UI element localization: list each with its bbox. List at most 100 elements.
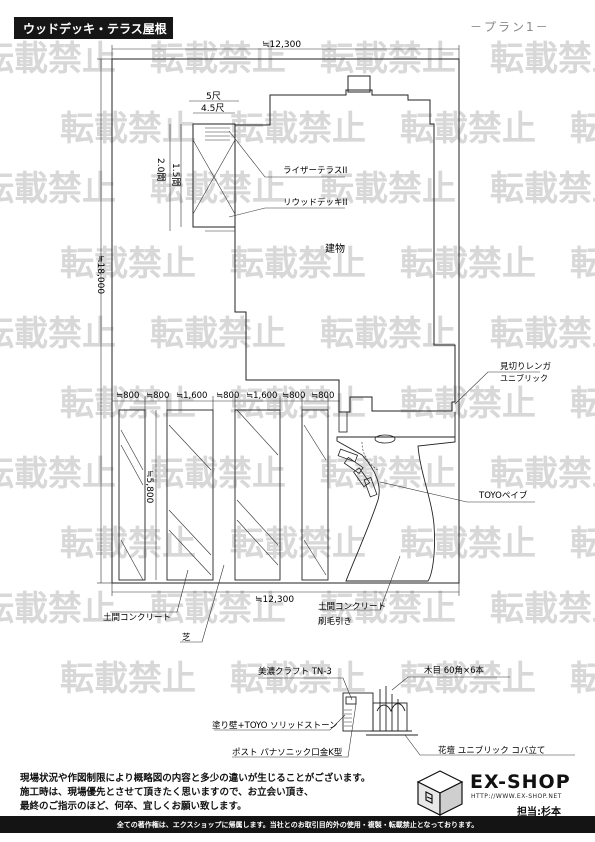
riser-terrace-label: ライザーテラスII xyxy=(283,166,347,176)
dimension-bottom xyxy=(111,583,460,596)
terrace-hatch xyxy=(205,127,230,141)
cut-brick-leader xyxy=(454,371,540,405)
manager-label: 担当:杉本 xyxy=(517,807,561,818)
deck-width-outer: 5尺 xyxy=(206,91,221,102)
watermark-text: 転載禁止 xyxy=(230,244,366,284)
dimension-top-label: ≒12,300 xyxy=(262,40,301,50)
watermark-text: 転載禁止 xyxy=(150,314,286,354)
watermark-text: 転載禁止 xyxy=(490,589,595,629)
plan-label: －プラン1－ xyxy=(470,20,550,34)
stepping-stones xyxy=(337,448,378,498)
watermark-text: 転載禁止 xyxy=(570,384,595,424)
painted-wall-leader xyxy=(214,714,346,731)
deck-diagonal-2 xyxy=(192,139,236,215)
watermark-text: 転載禁止 xyxy=(570,524,595,564)
deck-depth-inner: 1.5間 xyxy=(170,163,181,186)
strip-width-label: ≒800 xyxy=(216,391,239,401)
watermark-text: 転載禁止 xyxy=(0,314,116,354)
gate-elevation xyxy=(342,686,418,736)
grass-leader xyxy=(180,564,225,643)
toyo-paving-label: TOYOペイブ xyxy=(478,490,528,501)
strip-width-label: ≒1,600 xyxy=(176,391,207,401)
watermark-text: 転載禁止 xyxy=(150,589,286,629)
watermark-text: 転載禁止 xyxy=(490,169,595,209)
painted-wall-label: 塗り壁+TOYO ソリッドストーン xyxy=(212,720,338,731)
watermark-text: 転載禁止 xyxy=(570,109,595,149)
watermark-text: 転載禁止 xyxy=(60,384,196,424)
strip-width-label: ≒800 xyxy=(116,391,139,401)
dimension-top xyxy=(111,45,460,59)
mino-craft-leader xyxy=(258,677,353,701)
watermark-text: 転載禁止 xyxy=(320,589,456,629)
copyright-footer: 全ての著作権は、エクスショップに帰属します。当社とのお取引目的外の使用・複製・転… xyxy=(0,816,595,833)
watermark-text: 転載禁止 xyxy=(230,109,366,149)
watermark-text: 転載禁止 xyxy=(60,109,196,149)
concrete-strips xyxy=(118,409,329,581)
toyo-paving-leader xyxy=(379,481,535,503)
watermark-text: 転載禁止 xyxy=(60,244,196,284)
watermark-text: 転載禁止 xyxy=(400,659,536,699)
watermark-text: 転載禁止 xyxy=(0,39,116,79)
brand-name: EX-SHOP xyxy=(470,771,571,793)
cut-brick-sublabel: ユニブリック xyxy=(500,373,548,383)
watermark-text: 転載禁止 xyxy=(400,109,536,149)
strip-width-label: ≒800 xyxy=(282,391,305,401)
wood-deck-label: リウッドデッキII xyxy=(283,197,348,208)
watermark-text: 転載禁止 xyxy=(490,39,595,79)
strip-length-label: ≒5,800 xyxy=(144,470,154,504)
concrete-left-leader xyxy=(110,569,189,613)
ex-shop-cube-logo xyxy=(416,770,464,816)
page-title: ウッドデッキ・テラス屋根 xyxy=(14,17,173,39)
deck-width-inner: 4.5尺 xyxy=(201,103,224,114)
watermark-text: 転載禁止 xyxy=(400,384,536,424)
concrete-right-leader xyxy=(320,555,401,611)
deck-depth-outer: 2.0間 xyxy=(155,158,166,181)
post-label: ポスト パナソニック口金K型 xyxy=(232,747,343,758)
cut-brick-label: 見切りレンガ xyxy=(500,361,552,372)
planter-circle xyxy=(374,434,396,444)
watermark-text: 転載禁止 xyxy=(320,454,456,494)
riser-terrace-leader xyxy=(228,130,345,178)
chimney xyxy=(347,75,371,93)
watermark-text: 転載禁止 xyxy=(0,169,116,209)
watermark-text: 転載禁止 xyxy=(570,659,595,699)
strip-dimensions: ≒800≒800≒1,600≒800≒1,600≒800≒800 xyxy=(111,391,340,410)
concrete-left-label: 土間コンクリート xyxy=(103,612,171,623)
watermark-text: 転載禁止 xyxy=(400,244,536,284)
post-leader xyxy=(232,703,357,758)
wood-post-leader xyxy=(391,676,510,691)
concrete-right-label: 土間コンクリート xyxy=(318,601,386,612)
brand-url: HTTP://WWW.EX-SHOP.NET xyxy=(471,793,562,800)
watermark-layer: 転載禁止転載禁止転載禁止転載禁止転載禁止転載禁止転載禁止転載禁止転載禁止転載禁止… xyxy=(0,39,595,699)
watermark-text: 転載禁止 xyxy=(400,524,536,564)
mino-craft-label: 美濃クラフト TN-3 xyxy=(258,666,332,677)
wood-post-label: 木目 60角×6本 xyxy=(424,665,485,676)
watermark-text: 転載禁止 xyxy=(150,169,286,209)
flower-bed-leader xyxy=(404,734,575,756)
strip-width-label: ≒1,600 xyxy=(246,391,277,401)
note-line: 現場状況や作図制限により概略図の内容と多少の違いが生じることがございます。 xyxy=(20,773,371,784)
strip-width-label: ≒800 xyxy=(146,391,169,401)
watermark-text: 転載禁止 xyxy=(150,454,286,494)
grass-label: 芝 xyxy=(182,632,191,643)
watermark-text: 転載禁止 xyxy=(230,524,366,564)
concrete-right-sublabel: 刷毛引き xyxy=(318,616,352,627)
cut-brick-band xyxy=(338,411,348,433)
flower-bed-label: 花壇 ユニブリック コバ立て xyxy=(438,745,545,756)
dimension-left-label: ≒18,000 xyxy=(95,255,105,294)
dimension-left xyxy=(97,58,112,584)
watermark-text: 転載禁止 xyxy=(490,454,595,494)
watermark-text: 転載禁止 xyxy=(60,659,196,699)
watermark-text: 転載禁止 xyxy=(230,384,366,424)
note-line: 施工時は、現場優先とさせて頂きたく思いますので、お立会い頂き、 xyxy=(20,787,314,798)
watermark-text: 転載禁止 xyxy=(490,314,595,354)
property-boundary xyxy=(111,58,460,584)
gate-hatch xyxy=(344,709,352,727)
watermark-text: 転載禁止 xyxy=(320,169,456,209)
toyo-paving-area xyxy=(336,436,456,582)
strip-hatching xyxy=(120,409,327,581)
watermark-text: 転載禁止 xyxy=(570,244,595,284)
watermark-text: 転載禁止 xyxy=(60,524,196,564)
dimension-bottom-label: ≒12,300 xyxy=(255,595,294,605)
